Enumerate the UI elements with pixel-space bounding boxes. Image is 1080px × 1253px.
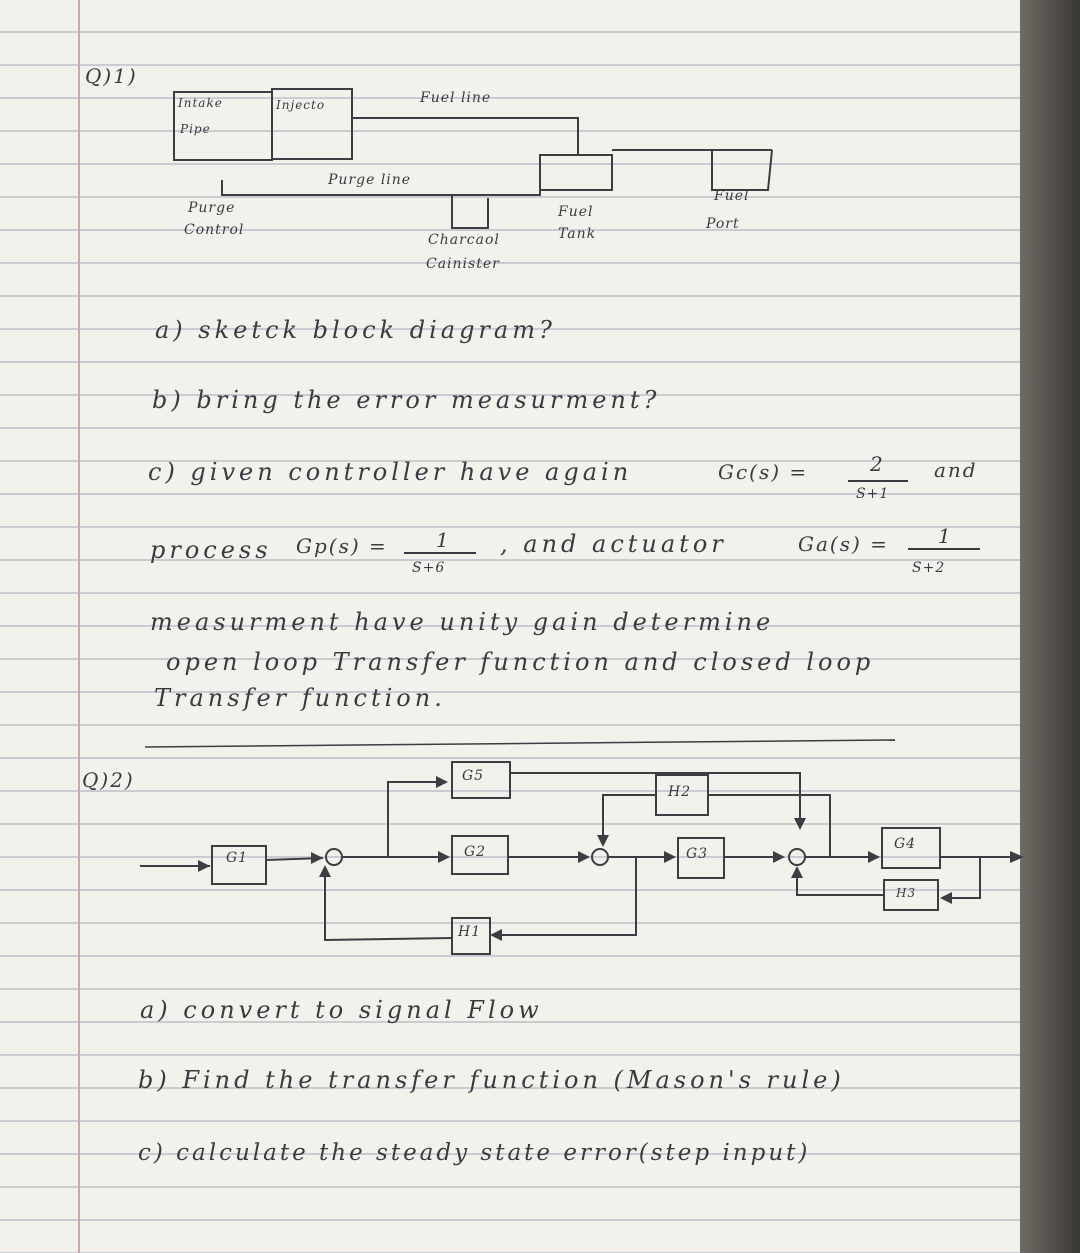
gp-denominator: S+6 [412,560,446,576]
gp-fraction-bar [404,552,476,554]
g1-box [211,845,267,885]
q2-label: Q)2) [82,768,135,792]
h3-label: H3 [896,886,917,900]
fuel-port-label-2: Port [706,216,740,232]
q2-part-a: a) convert to signal Flow [140,996,543,1024]
g5-label: G5 [462,768,485,784]
g2-label: G2 [464,844,487,860]
h1-label: H1 [458,924,482,940]
ga-denominator: S+2 [912,560,946,576]
g4-box [881,827,941,869]
gc-denominator: S+1 [856,486,890,502]
gp-numerator: 1 [436,528,451,552]
q1-part-c-line1: c) given controller have again [148,458,633,486]
ga-label: Ga(s) = [798,532,889,556]
sum-junction-1 [325,848,343,866]
injector-box [271,88,353,160]
process-label: process [150,536,272,564]
q1-line5: open loop Transfer function and closed l… [166,648,875,676]
purge-control-label-1: Purge [188,200,236,216]
fuel-tank-label-2: Tank [558,226,597,242]
fuel-port-box [711,149,773,191]
fuel-line-label: Fuel line [420,90,492,106]
fuel-port-label-1: Fuel [714,188,750,204]
gc-numerator: 2 [870,452,885,476]
q2-part-b: b) Find the transfer function (Mason's r… [138,1066,845,1094]
gc-label: Gc(s) = [718,460,809,484]
section-divider [144,739,896,748]
q1-label: Q)1) [85,64,138,88]
actuator-text: , and actuator [500,530,727,558]
g4-label: G4 [894,836,917,852]
h2-label: H2 [668,784,692,800]
page-edge-shadow [1020,0,1080,1253]
fuel-tank-box [539,154,613,191]
g1-label: G1 [226,850,249,866]
charcoal-label-2: Cainister [426,256,500,272]
gp-label: Gp(s) = [296,534,388,558]
q1-line4: measurment have unity gain determine [150,608,775,636]
injector-label: Injecto [276,98,326,112]
fuel-tank-label-1: Fuel [558,204,594,220]
and-word: and [934,458,978,482]
h1-box [451,917,491,955]
g2-box [451,835,509,875]
gc-fraction-bar [848,480,908,482]
sum-junction-3 [788,848,806,866]
purge-line [221,180,541,196]
q1-part-a: a) sketck block diagram? [155,316,556,344]
fuel-line [352,117,579,156]
ga-numerator: 1 [938,524,953,548]
sum-junction-2 [591,848,609,866]
purge-control-label-2: Control [184,222,245,238]
intake-pipe-label-2: Pipe [180,122,211,136]
intake-pipe-label-1: Intake [178,96,223,110]
notebook-page [0,0,1040,1253]
q2-part-c: c) calculate the steady state error(step… [138,1140,811,1166]
q1-part-b: b) bring the error measurment? [152,386,661,414]
q1-line6: Transfer function. [154,684,446,712]
g5-box [451,761,511,799]
ga-fraction-bar [908,548,980,550]
charcoal-canister-box [451,195,489,229]
purge-line-label: Purge line [328,172,412,188]
charcoal-label-1: Charcaol [428,232,500,248]
g3-label: G3 [686,846,709,862]
